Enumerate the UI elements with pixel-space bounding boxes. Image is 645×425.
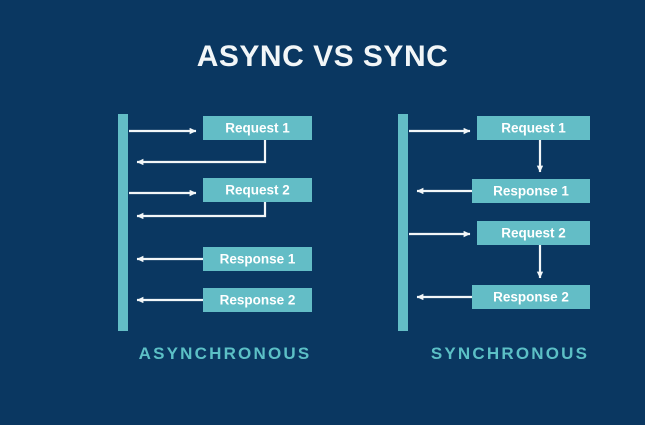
async-response-2-box[interactable] (203, 288, 312, 312)
async-request-1-label: Request 1 (225, 121, 290, 136)
async-request-2-label: Request 2 (225, 183, 290, 198)
caption-asynchronous: ASYNCHRONOUS (138, 344, 312, 363)
sync-request-2-box[interactable] (477, 221, 590, 245)
async-response-1-label: Response 1 (220, 252, 296, 267)
async-response-2-label: Response 2 (220, 293, 296, 308)
caption-synchronous: SYNCHRONOUS (430, 344, 590, 363)
sync-response-2-box[interactable] (472, 285, 590, 309)
client-lifeline-left (118, 114, 128, 331)
async-request-2-box[interactable] (203, 178, 312, 202)
panel-asynchronous: Request 1 Request 2 Response 1 Response … (118, 114, 312, 331)
async-response-1-box[interactable] (203, 247, 312, 271)
page-title: ASYNC VS SYNC (196, 40, 449, 73)
sync-request-1-label: Request 1 (501, 121, 566, 136)
client-lifeline-right (398, 114, 408, 331)
sync-response-1-label: Response 1 (493, 184, 569, 199)
sync-response-2-label: Response 2 (493, 290, 569, 305)
sync-response-1-box[interactable] (472, 179, 590, 203)
async-request-1-box[interactable] (203, 116, 312, 140)
async-arrow-return-2 (136, 202, 267, 220)
sync-request-1-box[interactable] (477, 116, 590, 140)
sync-request-2-label: Request 2 (501, 226, 566, 241)
async-arrow-return-1 (136, 140, 267, 166)
panel-synchronous: Request 1 Response 1 Request 2 Response … (398, 114, 590, 331)
